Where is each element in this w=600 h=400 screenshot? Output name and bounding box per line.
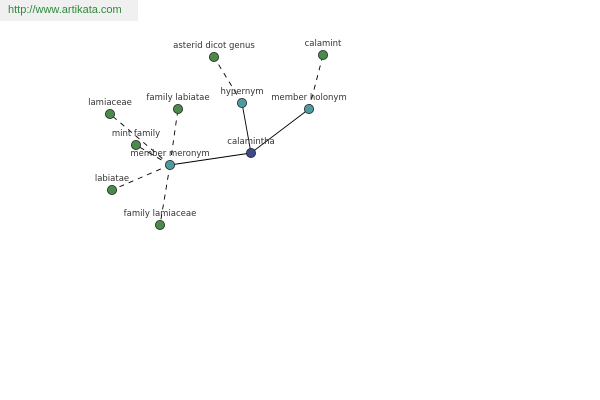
node-label-calamint: calamint xyxy=(305,39,342,49)
node-label-member-holonym: member holonym xyxy=(271,93,346,103)
node-label-family-labiatae: family labiatae xyxy=(146,93,209,103)
node-lamiaceae[interactable] xyxy=(105,109,116,120)
node-calamint[interactable] xyxy=(317,50,328,61)
node-label-family-lamiaceae: family lamiaceae xyxy=(124,209,197,219)
graph-edges xyxy=(109,54,324,226)
node-label-mint-family: mint family xyxy=(112,129,160,139)
edge-member-meronym-to-family-lamiaceae xyxy=(159,164,171,226)
edge-member-meronym-to-labiatae xyxy=(111,164,171,191)
node-label-labiatae: labiatae xyxy=(95,174,129,184)
node-label-calamintha: calamintha xyxy=(227,137,274,147)
node-family-lamiaceae[interactable] xyxy=(154,219,165,230)
node-member-holonym[interactable] xyxy=(303,104,314,115)
edge-hypernym-to-asterid-dicot-genus xyxy=(213,56,243,104)
edge-calamintha-to-member-meronym xyxy=(169,152,252,166)
node-asterid-dicot-genus[interactable] xyxy=(208,52,219,63)
node-labiatae[interactable] xyxy=(107,184,118,195)
node-label-member-meronym: member meronym xyxy=(130,149,209,159)
graph-nodes: calamintha hypernym member holonym member m… xyxy=(88,39,347,230)
node-label-hypernym: hypernym xyxy=(220,87,263,97)
node-label-asterid-dicot-genus: asterid dicot genus xyxy=(173,41,255,51)
edge-member-meronym-to-mint-family xyxy=(135,144,171,166)
node-member-meronym[interactable] xyxy=(164,159,175,170)
site-banner: http://www.artikata.com xyxy=(0,0,138,21)
site-url-link[interactable]: http://www.artikata.com xyxy=(8,4,122,16)
edge-calamintha-to-hypernym xyxy=(241,102,252,154)
node-label-lamiaceae: lamiaceae xyxy=(88,98,132,108)
edge-member-meronym-to-lamiaceae xyxy=(109,113,171,166)
node-hypernym[interactable] xyxy=(236,98,247,109)
node-mint-family[interactable] xyxy=(130,139,141,150)
node-family-labiatae[interactable] xyxy=(172,104,183,115)
node-calamintha[interactable] xyxy=(245,147,256,158)
edge-calamintha-to-member-holonym xyxy=(250,108,310,154)
